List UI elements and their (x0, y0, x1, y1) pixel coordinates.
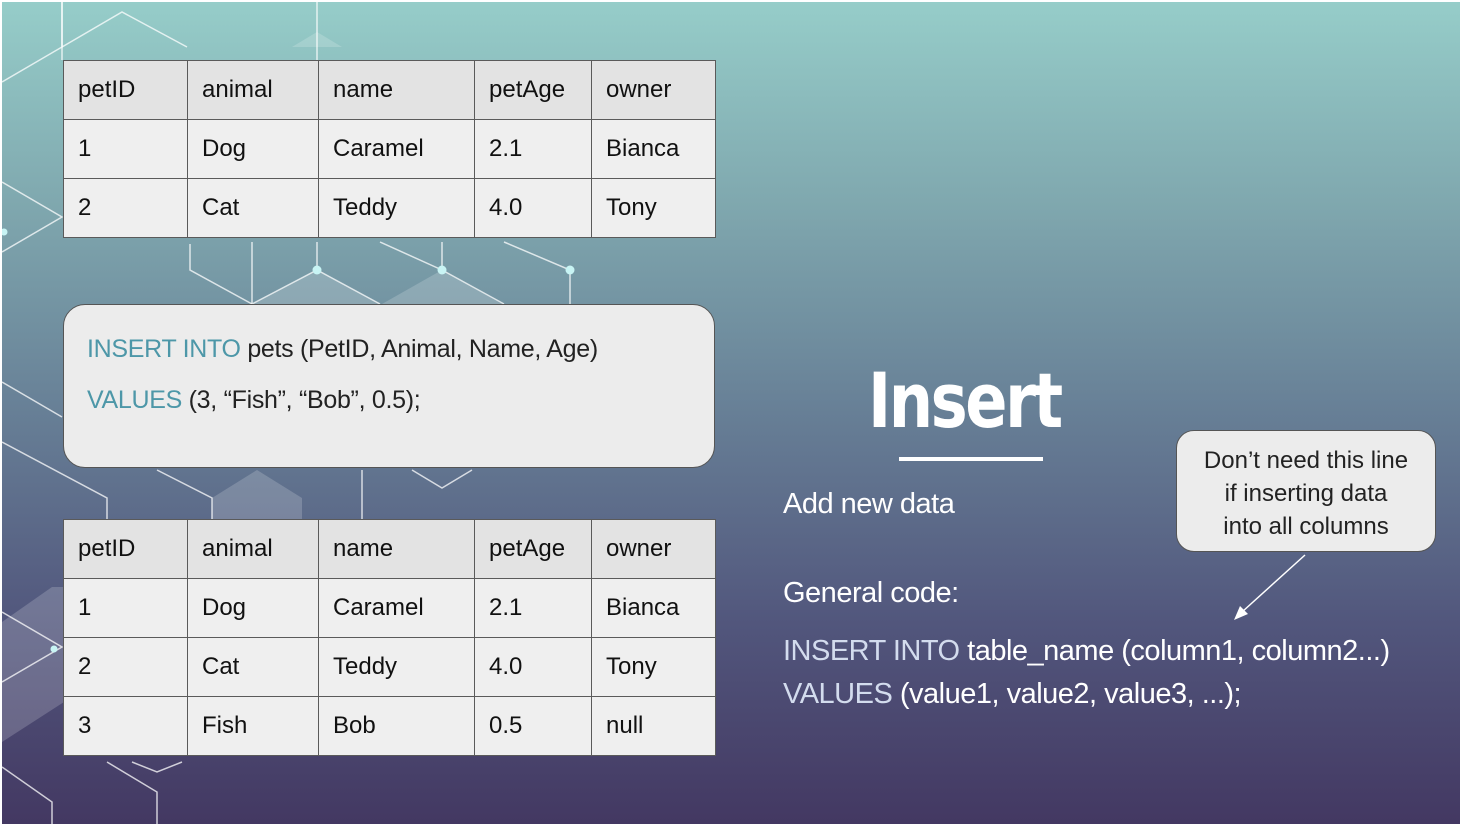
table-cell: Teddy (318, 178, 475, 238)
header-cell: owner (591, 60, 716, 120)
general-code-line-2: VALUES (value1, value2, value3, ...); (783, 678, 1242, 711)
code-keyword: INSERT INTO (87, 335, 241, 363)
table-cell: Caramel (318, 578, 475, 638)
table-cell: Tony (591, 178, 716, 238)
table-cell: 2 (63, 637, 188, 697)
table-cell: 2.1 (474, 578, 592, 638)
table-cell: 1 (63, 578, 188, 638)
general-code-line-1: INSERT INTO table_name (column1, column2… (783, 635, 1390, 668)
header-cell: petID (63, 60, 188, 120)
code-text: (value1, value2, value3, ...); (892, 678, 1242, 710)
table-cell: Bob (318, 696, 475, 756)
header-cell: petAge (474, 519, 592, 579)
table-cell: Cat (187, 178, 319, 238)
table-cell: Dog (187, 578, 319, 638)
pets-table-before: petID animal name petAge owner 1 Dog Car… (63, 60, 716, 238)
table-row: 1 Dog Caramel 2.1 Bianca (63, 119, 716, 179)
table-cell: Bianca (591, 578, 716, 638)
code-line: VALUES (3, “Fish”, “Bob”, 0.5); (87, 386, 714, 437)
table-cell: 2 (63, 178, 188, 238)
pets-table-after: petID animal name petAge owner 1 Dog Car… (63, 519, 716, 756)
general-code-label: General code: (783, 577, 959, 609)
table-cell: Tony (591, 637, 716, 697)
table-header-row: petID animal name petAge owner (63, 60, 716, 120)
code-line: INSERT INTO pets (PetID, Animal, Name, A… (87, 335, 714, 386)
header-cell: animal (187, 519, 319, 579)
table-cell: 0.5 (474, 696, 592, 756)
insert-code-example: INSERT INTO pets (PetID, Animal, Name, A… (63, 304, 715, 468)
table-row: 2 Cat Teddy 4.0 Tony (63, 178, 716, 238)
note-line: into all columns (1223, 513, 1389, 540)
table-header-row: petID animal name petAge owner (63, 519, 716, 579)
table-row: 2 Cat Teddy 4.0 Tony (63, 637, 716, 697)
header-cell: name (318, 60, 475, 120)
code-text: (3, “Fish”, “Bob”, 0.5); (182, 386, 421, 414)
table-cell: Bianca (591, 119, 716, 179)
table-cell: Fish (187, 696, 319, 756)
header-cell: owner (591, 519, 716, 579)
code-keyword: VALUES (87, 386, 183, 414)
note-line: if inserting data (1224, 480, 1388, 507)
code-text: pets (PetID, Animal, Name, Age) (240, 335, 598, 363)
table-cell: 4.0 (474, 178, 592, 238)
subtitle: Add new data (783, 488, 955, 520)
table-cell: Caramel (318, 119, 475, 179)
slide-title: Insert (868, 356, 1063, 445)
table-row: 3 Fish Bob 0.5 null (63, 696, 716, 756)
header-cell: petID (63, 519, 188, 579)
table-cell: null (591, 696, 716, 756)
table-cell: Teddy (318, 637, 475, 697)
code-keyword: VALUES (783, 678, 893, 710)
code-text: table_name (column1, column2...) (959, 635, 1390, 667)
table-row: 1 Dog Caramel 2.1 Bianca (63, 578, 716, 638)
header-cell: animal (187, 60, 319, 120)
note-line: Don’t need this line (1203, 447, 1409, 474)
table-cell: 4.0 (474, 637, 592, 697)
table-cell: Cat (187, 637, 319, 697)
title-underline (899, 457, 1043, 461)
header-cell: petAge (474, 60, 592, 120)
table-cell: 2.1 (474, 119, 592, 179)
header-cell: name (318, 519, 475, 579)
callout-note: Don’t need this line if inserting data i… (1176, 430, 1436, 552)
table-cell: Dog (187, 119, 319, 179)
table-cell: 1 (63, 119, 188, 179)
table-cell: 3 (63, 696, 188, 756)
code-keyword: INSERT INTO (783, 635, 960, 667)
